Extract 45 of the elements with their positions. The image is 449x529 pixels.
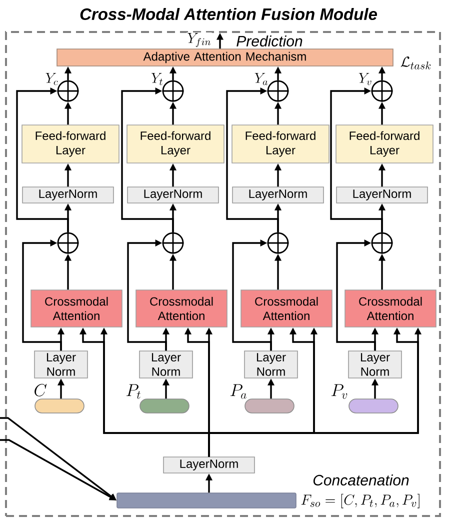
concat-formula: $F_{so} = [C, P_t, P_a, P_v]$ xyxy=(301,494,420,508)
token-pill xyxy=(140,398,190,414)
layernorm-box: LayerNorm xyxy=(163,456,255,474)
title: Cross-Modal Attention Fusion Module xyxy=(80,8,377,20)
layernorm-box: Layer Norm xyxy=(139,350,193,378)
input-label: $P_t$ xyxy=(126,384,140,399)
edge-label: $Y_{fin}$ xyxy=(186,32,212,48)
feed-forward-box: Feed-forward Layer xyxy=(22,124,120,164)
layernorm-box: Layer Norm xyxy=(244,350,298,378)
attention-box: Crossmodal Attention xyxy=(30,290,122,328)
input-label: $P_a$ xyxy=(230,384,246,399)
layernorm-box: LayerNorm xyxy=(127,186,219,204)
sum-circle xyxy=(162,232,184,254)
sum-circle xyxy=(267,232,289,254)
concat-bar xyxy=(116,492,296,508)
edge-label: $Y_t$ xyxy=(150,72,164,86)
attention-box: Crossmodal Attention xyxy=(240,290,332,328)
token-pill xyxy=(34,398,84,414)
attention-box: Crossmodal Attention xyxy=(344,290,436,328)
feed-forward-box: Feed-forward Layer xyxy=(232,124,330,164)
sum-circle xyxy=(267,80,289,102)
layernorm-box: LayerNorm xyxy=(336,186,428,204)
layernorm-box: Layer Norm xyxy=(34,350,88,378)
layernorm-box: Layer Norm xyxy=(348,350,402,378)
feed-forward-box: Feed-forward Layer xyxy=(336,124,434,164)
edge-label: $Y_v$ xyxy=(358,72,373,86)
sum-circle xyxy=(57,232,79,254)
layernorm-box: LayerNorm xyxy=(232,186,324,204)
sum-circle xyxy=(57,80,79,102)
feed-forward-box: Feed-forward Layer xyxy=(126,124,224,164)
edge-label: $Y_c$ xyxy=(44,72,59,86)
sum-circle xyxy=(371,232,393,254)
input-label: $P_v$ xyxy=(332,384,348,399)
mechanism-bar: Adaptive Attention Mechanism xyxy=(56,48,394,66)
token-pill xyxy=(348,398,398,414)
output-label: Prediction xyxy=(236,35,302,46)
loss-label: $\mathcal{L}_{task}$ xyxy=(400,56,431,70)
input-label: $C$ xyxy=(34,384,47,396)
layernorm-box: LayerNorm xyxy=(22,186,114,204)
sum-circle xyxy=(371,80,393,102)
attention-box: Crossmodal Attention xyxy=(136,290,228,328)
concat-label: Concatenation xyxy=(313,474,409,486)
sum-circle xyxy=(162,80,184,102)
token-pill xyxy=(244,398,294,414)
edge-label: $Y_a$ xyxy=(254,72,269,86)
